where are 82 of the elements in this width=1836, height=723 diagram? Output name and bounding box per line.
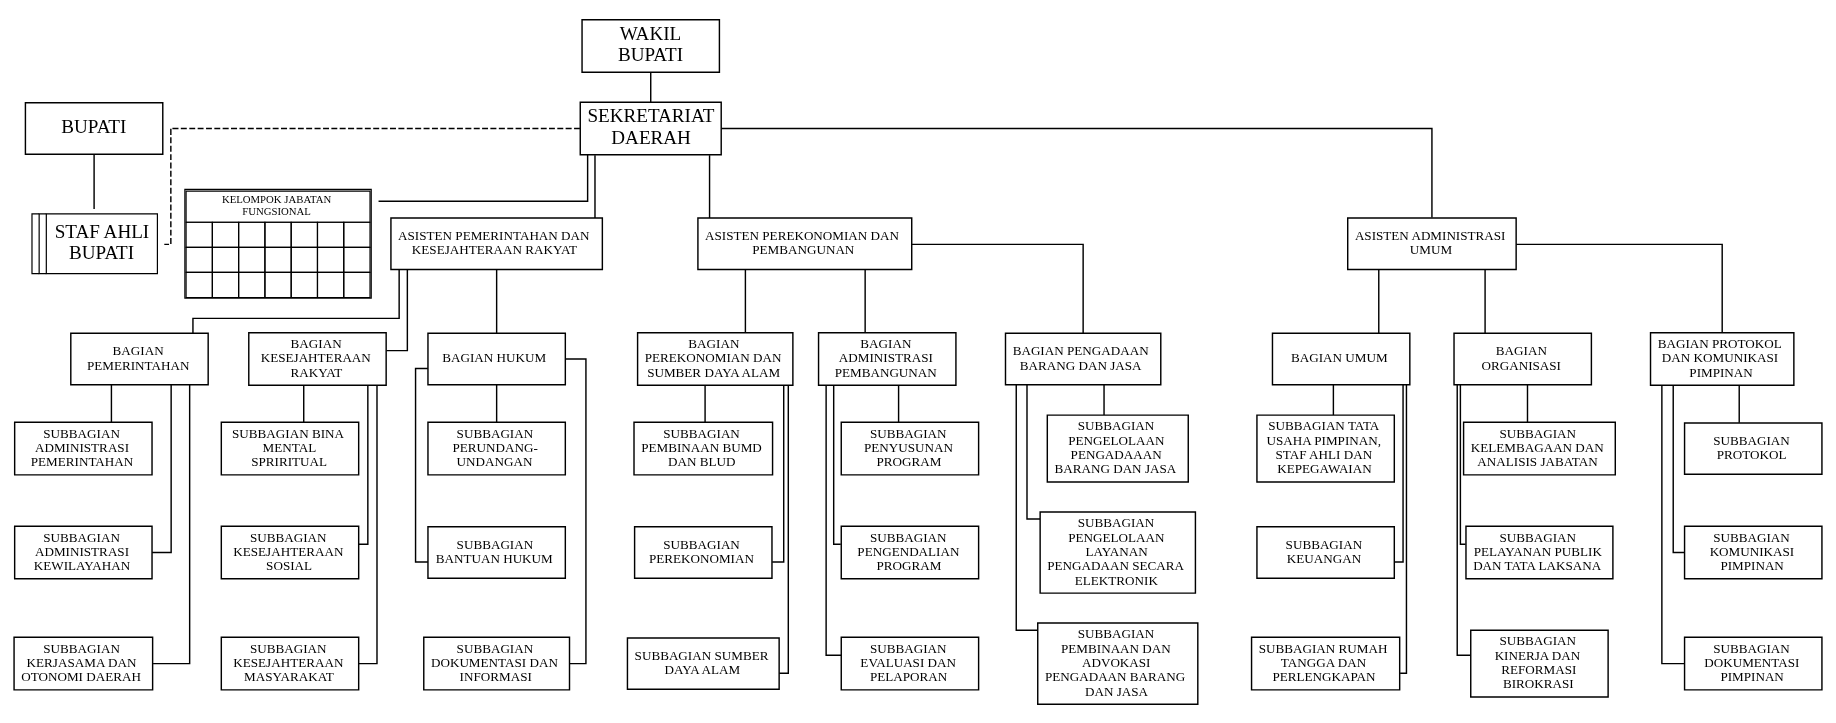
connector — [152, 383, 191, 664]
connector — [377, 153, 589, 202]
node-box: SUBBAGIAN PEMBINAAN DAN ADVOKASI PENGADAAN BARANG DAN JASA — [1037, 621, 1199, 705]
node-box: ASISTEN ADMINISTRASI UMUM — [1347, 216, 1517, 270]
node-box: SUBBAGIAN ADMINISTRASI PEMERINTAHAN — [13, 421, 153, 476]
node-box: SUBBAGIAN PENGELOLAAN LAYANAN PENGADAAN SECARA ELEKTRONIK — [1039, 510, 1197, 594]
node-box: SUBBAGIAN ADMINISTRASI KEWILAYAHAN — [13, 525, 153, 579]
node-box: ASISTEN PEREKONOMIAN DAN PEMBANGUNAN — [697, 216, 913, 270]
node-box: BAGIAN UMUM — [1271, 332, 1411, 385]
connector — [358, 384, 378, 664]
connector — [744, 268, 747, 333]
connector — [93, 153, 95, 210]
node-box: BAGIAN PENGADAAN BARANG DAN JASA — [1004, 332, 1162, 385]
connector — [897, 384, 900, 423]
connector — [864, 268, 866, 333]
node-box: SUBBAGIAN KERJASAMA DAN OTONOMI DAERAH — [13, 636, 154, 691]
node-box: SUBBAGIAN KESEJAHTERAAN SOSIAL — [220, 525, 360, 579]
connector — [1526, 383, 1529, 423]
connector — [1026, 383, 1041, 520]
node-box: SUBBAGIAN PEMBINAAN BUMD DAN BLUD — [633, 421, 774, 476]
connector — [1378, 268, 1380, 334]
connector — [1515, 243, 1723, 333]
connector — [1394, 383, 1404, 563]
node-box: BAGIAN KESEJAHTERAAN RAKYAT — [248, 331, 387, 386]
connector — [163, 127, 581, 245]
connector — [825, 384, 842, 656]
node-box: SUBBAGIAN PENYUSUNAN PROGRAM — [840, 421, 980, 476]
node-box: SUBBAGIAN DOKUMENTASI PIMPINAN — [1683, 636, 1823, 691]
node-box: WAKIL BUPATI — [581, 18, 721, 73]
node-box: BAGIAN HUKUM — [427, 332, 567, 385]
node-box: SUBBAGIAN KELEMBAGAAN DAN ANALISIS JABATAN — [1462, 421, 1616, 476]
connector — [1399, 383, 1408, 674]
connector — [151, 383, 172, 553]
node-box: SUBBAGIAN PELAYANAN PUBLIK DAN TATA LAKSANA — [1465, 525, 1614, 579]
connector — [708, 154, 711, 219]
node-box: BAGIAN PEREKONOMIAN DAN SUMBER DAYA ALAM — [636, 331, 794, 386]
node-box: BUPATI — [24, 101, 164, 155]
node-box: SUBBAGIAN PERUNDANG-UNDANGAN — [427, 421, 567, 476]
node-box: SUBBAGIAN PENGENDALIAN PROGRAM — [840, 525, 980, 579]
connector — [358, 384, 369, 545]
node-box: SUBBAGIAN RUMAH TANGGA DAN PERLENGKAPAN — [1250, 636, 1401, 691]
node-box: SUBBAGIAN BINA MENTAL SPRIRITUAL — [220, 421, 360, 476]
connector — [1103, 383, 1105, 416]
node-box: SUBBAGIAN SUMBER DAYA ALAM — [626, 636, 780, 690]
connector — [911, 243, 1084, 334]
node-box: ASISTEN PEMERINTAHAN DAN KESEJAHTERAAN RAKYAT — [390, 216, 604, 270]
node-box: SUBBAGIAN KESEJAHTERAAN MASYARAKAT — [220, 636, 360, 691]
node-box: BAGIAN ADMINISTRASI PEMBANGUNAN — [817, 331, 957, 386]
connector — [594, 154, 596, 219]
connector — [650, 71, 652, 103]
connector — [414, 367, 429, 563]
connector — [495, 383, 498, 423]
connector — [778, 384, 789, 674]
connector — [192, 268, 400, 334]
node-box: SUBBAGIAN EVALUASI DAN PELAPORAN — [840, 636, 980, 691]
connector — [385, 268, 409, 351]
node-box: BAGIAN PEMERINTAHAN — [70, 332, 209, 385]
node-box: SEKRETARIAT DAERAH — [579, 101, 722, 155]
connector — [1332, 383, 1335, 416]
connector — [303, 384, 305, 423]
node-box: SUBBAGIAN KEUANGAN — [1256, 525, 1395, 579]
node-box: BAGIAN PROTOKOL DAN KOMUNIKASI PIMPINAN — [1649, 331, 1795, 386]
connector — [1484, 268, 1486, 334]
node-box: SUBBAGIAN PEREKONOMIAN — [633, 525, 773, 579]
connector — [495, 268, 498, 334]
node-box: SUBBAGIAN KINERJA DAN REFORMASI BIROKRASI — [1470, 628, 1609, 698]
connector — [1738, 384, 1740, 423]
connector — [704, 384, 706, 423]
node-box: SUBBAGIAN BANTUAN HUKUM — [427, 525, 567, 579]
connector — [832, 384, 842, 545]
node-box: SUBBAGIAN KOMUNIKASI PIMPINAN — [1683, 525, 1823, 579]
connector — [1672, 384, 1686, 553]
connector — [771, 384, 785, 563]
node-box: BAGIAN ORGANISASI — [1453, 332, 1593, 385]
connector — [1459, 383, 1467, 545]
node-box: SUBBAGIAN DOKUMENTASI DAN INFORMASI — [423, 636, 571, 691]
node-box: SUBBAGIAN PROTOKOL — [1683, 421, 1823, 475]
node-box: SUBBAGIAN TATA USAHA PIMPINAN, STAF AHLI DAN KEPEGAWAIAN — [1256, 413, 1395, 483]
connector — [1456, 383, 1472, 656]
node-box: SUBBAGIAN PENGELOLAAN PENGADAAAN BARANG DAN JASA — [1046, 413, 1189, 483]
connector — [720, 127, 1433, 218]
connector — [110, 383, 113, 423]
